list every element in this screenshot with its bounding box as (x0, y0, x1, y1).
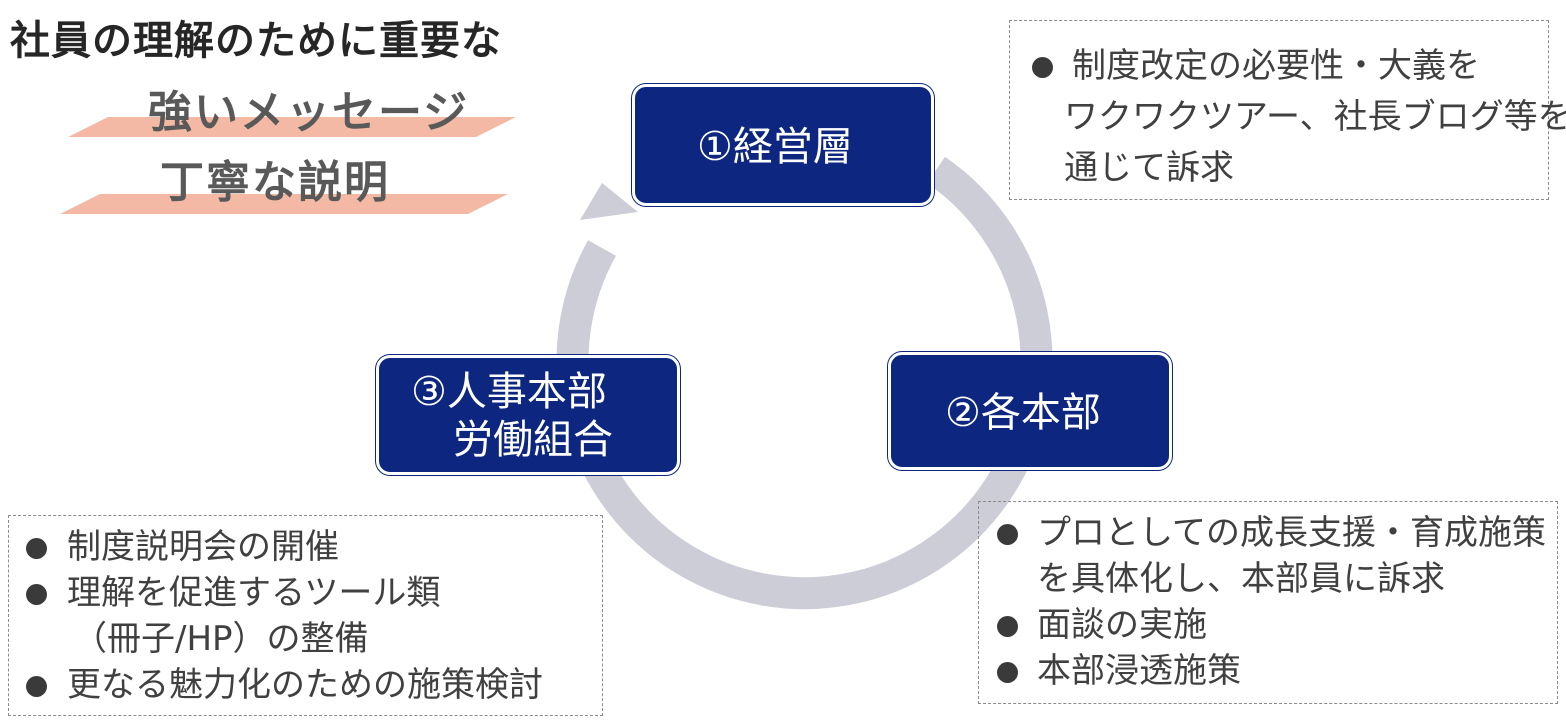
message-highlight-band-1 (68, 117, 516, 137)
page-title: 社員の理解のために重要な (10, 18, 502, 64)
cycle-arrowhead-icon (580, 183, 638, 220)
message-highlight-band-2 (60, 194, 508, 214)
note-divisions-item-3: 本部浸透施策 (979, 648, 1557, 694)
node-divisions-label: ②各本部 (945, 390, 1101, 436)
node-management-label: ①経営層 (697, 124, 853, 170)
note-divisions-item-1: プロとしての成長支援・育成施策 (979, 510, 1557, 556)
note-hr-item-2: 理解を促進するツール類 (9, 570, 602, 616)
node-management: ①経営層 (632, 84, 934, 206)
node-hr-label: ③人事本部 (411, 369, 607, 415)
note-hr-item-2-cont: （冊子/HP）の整備 (73, 619, 369, 659)
note-hr-item-3: 更なる魅力化のための施策検討 (9, 662, 602, 708)
note-divisions: プロとしての成長支援・育成施策 を具体化し、本部員に訴求 面談の実施 本部浸透施… (978, 501, 1558, 704)
message-strong: 強いメッセージ (148, 87, 470, 138)
node-divisions: ②各本部 (888, 352, 1172, 470)
note-management-item-1-cont-1: ワクワクツアー、社長ブログ等を (1064, 97, 1566, 137)
note-hr-item-1: 制度説明会の開催 (9, 524, 602, 570)
note-divisions-item-1-cont: を具体化し、本部員に訴求 (1037, 559, 1445, 599)
note-management: 制度改定の必要性・大義を ワクワクツアー、社長ブログ等を 通じて訴求 (1009, 20, 1566, 200)
note-management-item-1: 制度改定の必要性・大義を (1010, 41, 1548, 92)
note-divisions-item-2: 面談の実施 (979, 602, 1557, 648)
note-hr-union: 制度説明会の開催 理解を促進するツール類 （冊子/HP）の整備 更なる魅力化のた… (8, 515, 603, 716)
note-management-item-1-cont-2: 通じて訴求 (1064, 148, 1234, 188)
node-hr-union: ③人事本部 労働組合 (376, 355, 680, 475)
message-careful-explanation: 丁寧な説明 (160, 157, 390, 208)
node-union-label: 労働組合 (453, 417, 613, 463)
